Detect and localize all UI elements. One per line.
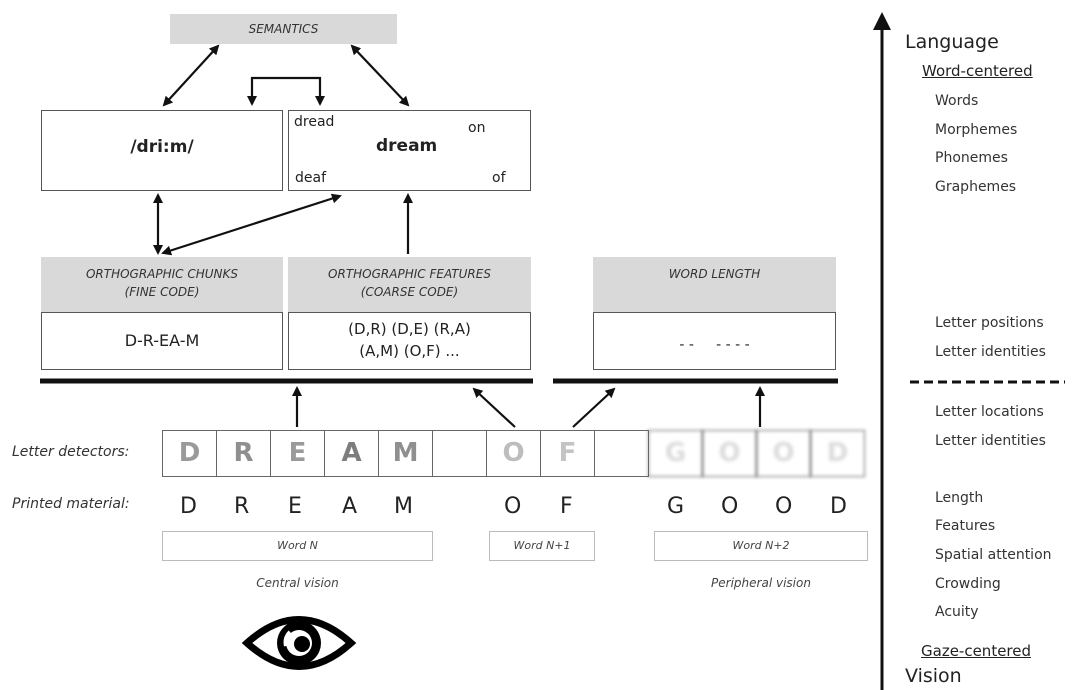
printed-letter: O [775,494,793,519]
lexicon-neighbor-dread: dread [294,114,335,130]
axis-item: Spatial attention [935,547,1052,563]
axis-item: Morphemes [935,122,1018,138]
central-vision-label: Central vision [256,576,339,590]
features-title: ORTHOGRAPHIC FEATURES [328,267,491,281]
word-n-label: Word N [162,531,433,561]
chunks-title: ORTHOGRAPHIC CHUNKS [85,267,239,281]
arrow-detectors-features [472,387,516,428]
axis-item: Letter positions [935,315,1044,331]
axis-item: Letter identities [935,433,1046,449]
detector-cell: O [702,430,757,477]
printed-letter: G [667,494,685,519]
features-subtitle: (COARSE CODE) [360,285,459,299]
features-line-1: (D,R) (D,E) (R,A) [348,320,471,338]
detector-cell: R [216,430,271,477]
printed-letter: M [394,494,413,519]
axis-item: Words [935,93,979,109]
word-n1-label: Word N+1 [489,531,595,561]
chunks-box: D-R-EA-M [41,312,283,370]
eye-icon [242,616,356,670]
detector-cell: F [540,430,595,477]
printed-letter: O [504,494,522,519]
detector-cell [432,430,487,477]
axis-item: Graphemes [935,179,1017,195]
word-length-box: - - - - - - [593,312,836,370]
axis-item: Letter identities [935,344,1046,360]
axis-bottom-label: Vision [905,665,962,687]
features-line-2: (A,M) (O,F) ... [359,342,460,360]
word-length-header: WORD LENGTH [593,257,836,312]
arrow-chunks-lexicon [161,193,342,256]
axis-item: Phonemes [935,150,1008,166]
printed-letter: F [560,494,573,519]
lexicon-box: dread dream deaf on of [288,110,531,191]
chunks-header: ORTHOGRAPHIC CHUNKS (FINE CODE) [41,257,283,312]
word-n2-label: Word N+2 [654,531,868,561]
phonology-text: /dri:m/ [130,137,194,157]
printed-letter: O [721,494,739,519]
printed-material-label: Printed material: [12,496,130,512]
peripheral-vision-label: Peripheral vision [711,576,811,590]
axis-item: Length [935,490,984,506]
detector-cell [594,430,649,477]
detector-cell: G [648,430,703,477]
printed-letter: R [234,494,250,519]
detector-cell: O [756,430,811,477]
printed-letter: D [830,494,847,519]
features-box: (D,R) (D,E) (R,A) (A,M) (O,F) ... [288,312,531,370]
axis-item: Acuity [935,604,979,620]
detector-cell: E [270,430,325,477]
printed-letter: D [180,494,197,519]
axis-arrowhead [873,12,891,30]
word-length-title: WORD LENGTH [668,267,761,281]
detector-cell: M [378,430,433,477]
gaze-centered-label: Gaze-centered [921,642,1032,660]
lexicon-neighbor-of: of [492,170,506,186]
detector-cell: O [486,430,541,477]
axis-item: Crowding [935,576,1001,592]
axis-item: Letter locations [935,404,1044,420]
chunks-subtitle: (FINE CODE) [124,285,200,299]
arrow-bracket [247,76,325,106]
detector-cell: A [324,430,379,477]
detector-cell: D [810,430,865,477]
word-centered-label: Word-centered [922,62,1033,80]
lexicon-center-word: dream [376,136,438,156]
arrow-detectors-length1 [572,387,616,428]
lexicon-neighbor-deaf: deaf [295,170,327,186]
features-header: ORTHOGRAPHIC FEATURES (COARSE CODE) [288,257,531,312]
detector-cell: D [162,430,217,477]
axis-item: Features [935,518,996,534]
arrow-semantics-phonology [162,44,220,107]
letter-detectors-label: Letter detectors: [12,444,130,460]
word-length-dashes: - - - - - - [679,337,750,353]
phonology-box: /dri:m/ [41,110,283,191]
chunks-content: D-R-EA-M [124,331,200,350]
arrow-semantics-lexicon [350,44,410,107]
printed-letter: A [342,494,358,519]
axis-top-label: Language [905,31,999,53]
printed-letter: E [288,494,302,519]
lexicon-neighbor-on: on [468,120,486,136]
semantics-header: SEMANTICS [170,14,397,44]
